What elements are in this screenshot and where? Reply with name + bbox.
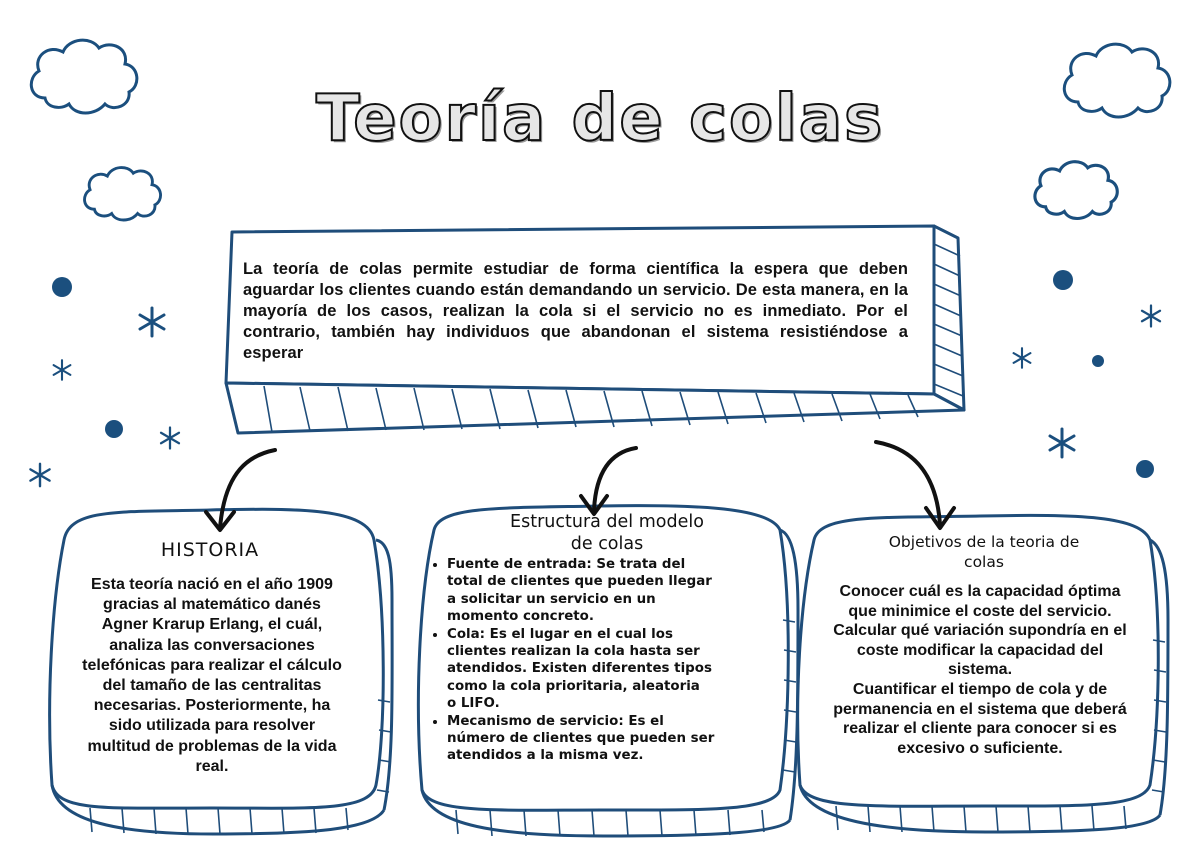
- historia-body: Esta teoría nació en el año 1909 gracias…: [78, 575, 346, 777]
- list-item-line: a solicitar un servicio en un: [447, 591, 656, 607]
- historia-line: necesarias. Posteriormente, ha: [93, 697, 331, 715]
- historia-line: sido utilizada para resolver: [108, 717, 316, 735]
- dot-icon: [1092, 355, 1104, 367]
- objetivos-card: [796, 513, 1170, 834]
- list-item-line: o LIFO.: [447, 696, 500, 712]
- list-item-line: Mecanismo de servicio: Es el: [447, 713, 664, 729]
- list-item-line: atendidos a la misma vez.: [447, 748, 644, 764]
- list-item-line: como la cola prioritaria, aleatoria: [447, 678, 700, 694]
- dot-icon: [1053, 270, 1073, 290]
- list-item-line: Cola: Es el lugar en el cual los: [447, 626, 673, 642]
- historia-line: multitud de problemas de la vida: [87, 737, 337, 755]
- estructura-card: [416, 504, 800, 838]
- estructura-title-line: Estructura del modelo: [510, 512, 704, 532]
- objetivos-line: excesivo o suficiente.: [897, 739, 1063, 757]
- historia-card: [48, 507, 394, 836]
- historia-line: Agner Krarup Erlang, el cuál,: [101, 616, 323, 634]
- arrow-right-icon: [874, 440, 956, 530]
- dot-icon: [105, 420, 123, 438]
- objetivos-line: Cuantificar el tiempo de cola y de: [852, 680, 1108, 698]
- list-item-line: clientes realizan la cola hasta ser: [447, 644, 700, 660]
- historia-line: del tamaño de las centralitas: [102, 677, 322, 695]
- arrow-center-icon: [579, 446, 638, 516]
- historia-line: analiza las conversaciones: [109, 636, 315, 654]
- historia-line: real.: [195, 757, 229, 775]
- list-item: Fuente de entrada: Se trata del total de…: [447, 556, 787, 626]
- page-title: Teoría de colas: [315, 81, 885, 157]
- intro-text: La teoría de colas permite estudiar de f…: [243, 260, 908, 362]
- objetivos-line: Conocer cuál es la capacidad óptima: [839, 583, 1121, 600]
- historia-line: Esta teoría nació en el año 1909: [91, 576, 333, 593]
- arrow-left-icon: [204, 448, 277, 532]
- objetivos-title-line: colas: [964, 553, 1004, 571]
- objetivos-line: coste modificar la capacidad del: [856, 641, 1104, 659]
- objetivos-title-line: Objetivos de la teoria de: [888, 533, 1080, 551]
- objetivos-line: sistema.: [947, 661, 1013, 679]
- star-icon: [29, 304, 1162, 488]
- objetivos-body: Conocer cuál es la capacidad óptima que …: [808, 582, 1152, 758]
- historia-line: gracias al matemático danés: [103, 596, 321, 614]
- list-item-line: atendidos. Existen diferentes tipos: [447, 661, 712, 677]
- objetivos-line: Calcular qué variación supondría en el: [833, 622, 1127, 640]
- historia-line: telefónicas para realizar el cálculo: [82, 656, 342, 674]
- estructura-title-line: de colas: [570, 534, 644, 554]
- objetivos-line: permanencia en el sistema que deberá: [833, 700, 1127, 718]
- dot-icon: [52, 277, 72, 297]
- cloud-mid-right-icon: [1033, 160, 1119, 221]
- list-item: Mecanismo de servicio: Es el número de c…: [447, 713, 787, 765]
- list-item-line: número de clientes que pueden ser: [447, 731, 715, 747]
- cloud-mid-left-icon: [83, 166, 162, 222]
- estructura-title: Estructura del modelo de colas: [462, 511, 752, 555]
- objetivos-title: Objetivos de la teoria de colas: [834, 532, 1134, 572]
- intro-box: [224, 224, 966, 435]
- list-item: Cola: Es el lugar en el cual los cliente…: [447, 626, 787, 713]
- list-item-line: Fuente de entrada: Se trata del: [447, 557, 686, 572]
- estructura-list: Fuente de entrada: Se trata del total de…: [425, 556, 787, 765]
- list-item-line: total de clientes que pueden llegar: [447, 574, 712, 590]
- dot-icon: [1136, 460, 1154, 478]
- list-item-line: momento concreto.: [447, 609, 594, 625]
- objetivos-line: que minimice el coste del servicio.: [848, 602, 1112, 620]
- historia-title: HISTORIA: [160, 539, 260, 561]
- objetivos-line: realizar el cliente para conocer si es: [843, 720, 1117, 738]
